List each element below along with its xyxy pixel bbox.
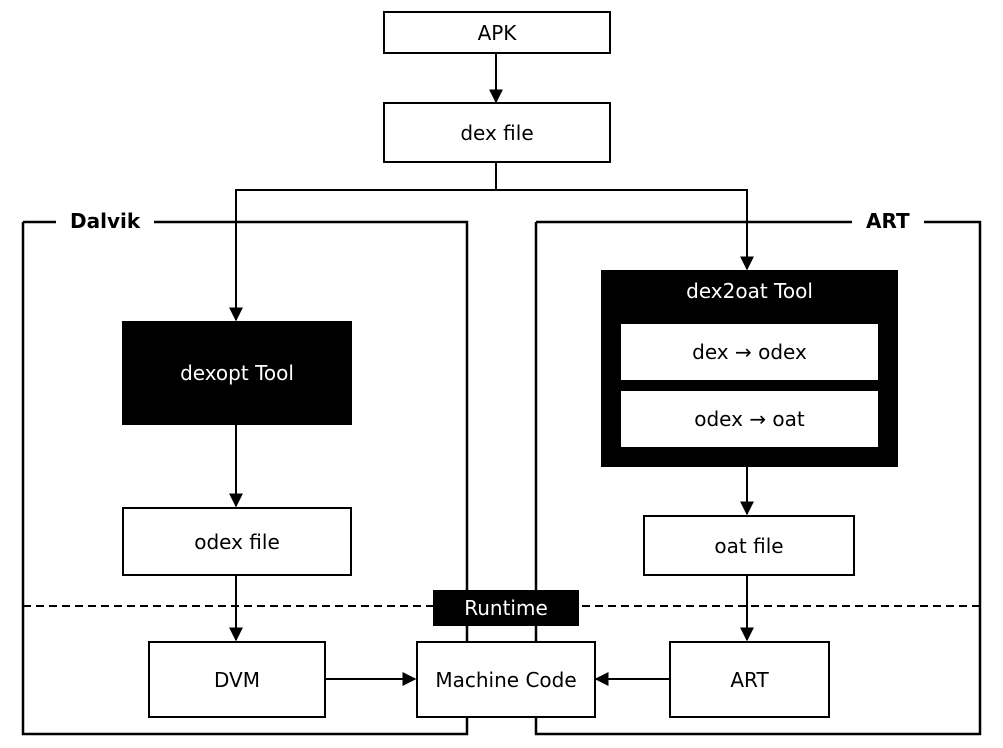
dalvik-group-frame [21,220,469,736]
arrow-dex-to-dexopt [229,163,497,322]
art-group-title: ART [852,209,924,233]
dex-file-node: dex file [383,102,611,163]
art-group-frame [534,220,982,736]
arrow-dex-to-dex2oat [496,189,754,271]
dex-to-odex-step: dex → odex [621,324,878,380]
apk-node: APK [383,11,611,54]
machine-code-node: Machine Code [416,641,596,718]
oat-file-node: oat file [643,515,855,576]
dvm-node: DVM [148,641,326,718]
odex-file-node: odex file [122,507,352,576]
dex2oat-tool-node: dex2oat Tool dex → odex odex → oat [601,270,898,467]
runtime-label: Runtime [433,590,579,626]
dexopt-tool-node: dexopt Tool [122,321,352,425]
dex2oat-tool-title: dex2oat Tool [686,279,813,303]
dalvik-group-title: Dalvik [56,209,155,233]
art-runtime-node: ART [669,641,830,718]
odex-to-oat-step: odex → oat [621,391,878,447]
